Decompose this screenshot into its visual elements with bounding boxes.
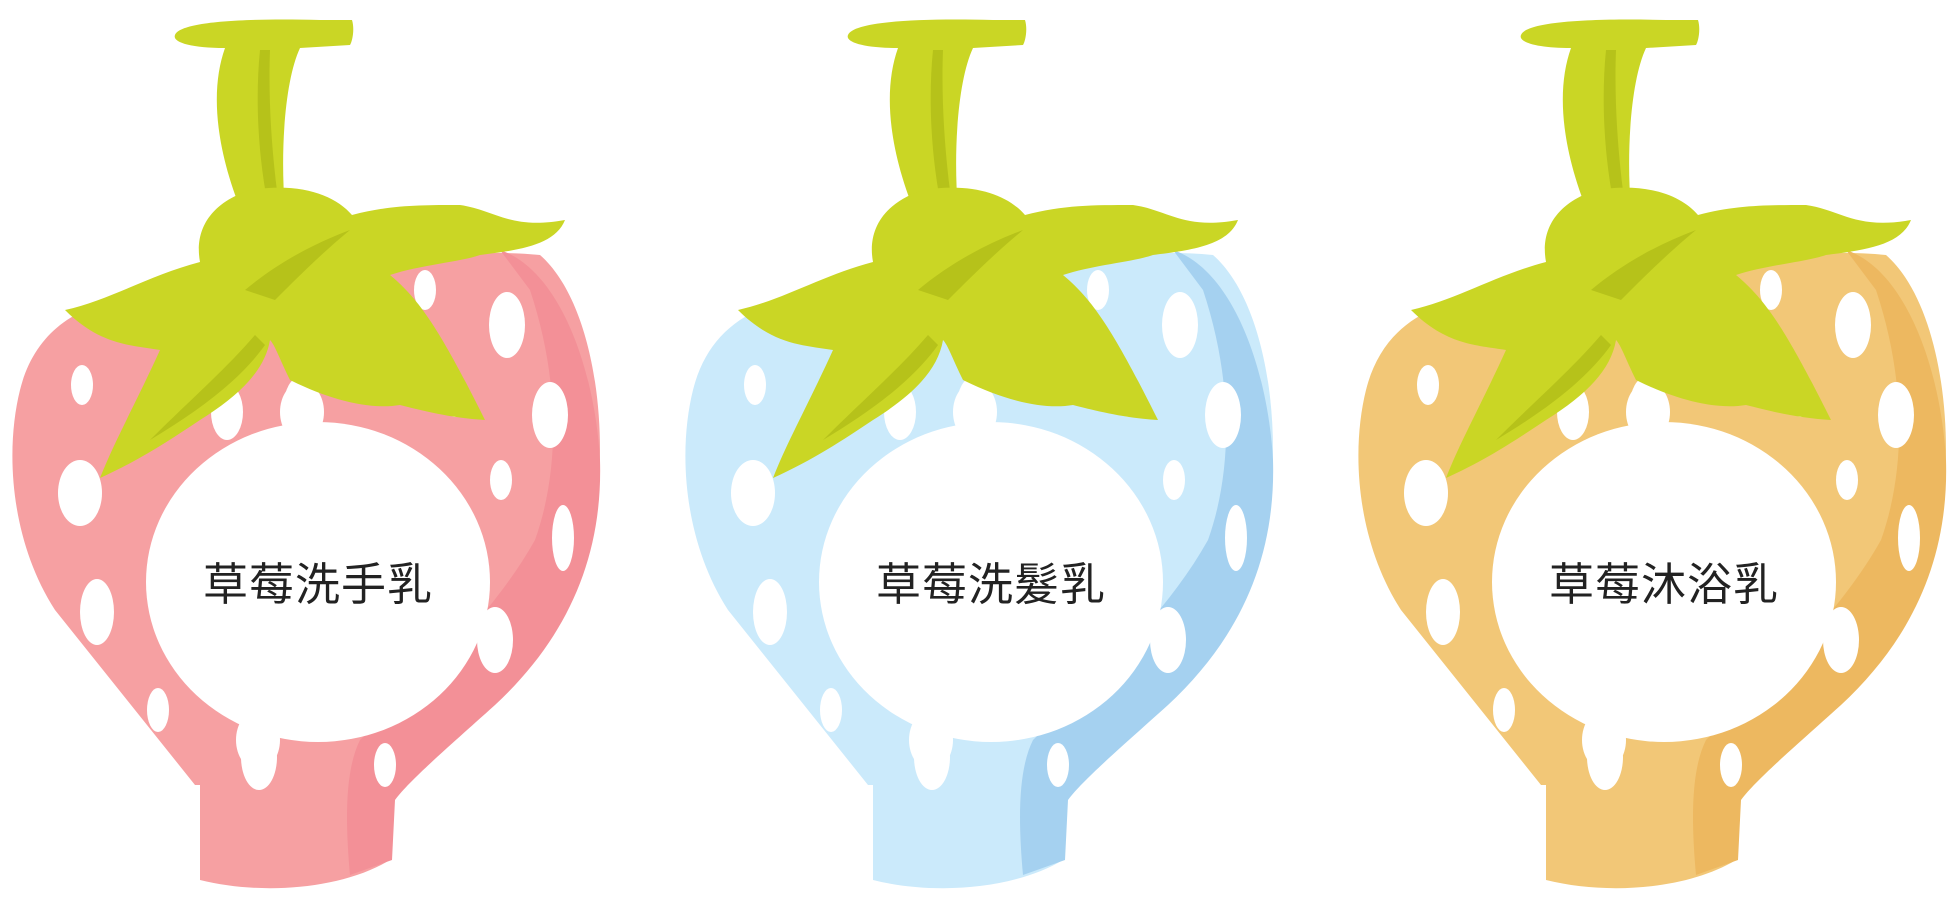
seed-1-0 bbox=[744, 365, 766, 405]
seed-2-3 bbox=[1878, 382, 1914, 448]
seed-1-4 bbox=[1163, 460, 1185, 500]
seed-0-6 bbox=[58, 460, 102, 526]
label-oval-0 bbox=[146, 422, 490, 742]
label-oval-bump-bottom-1 bbox=[909, 710, 953, 770]
strawberry-bottle-1 bbox=[685, 19, 1274, 889]
seed-0-11 bbox=[374, 743, 396, 787]
seed-1-7 bbox=[753, 579, 787, 645]
stem-shade-0 bbox=[257, 50, 280, 215]
label-oval-bump-top-0 bbox=[280, 382, 324, 442]
label-oval-bump-top-1 bbox=[953, 382, 997, 442]
seed-2-9 bbox=[1493, 688, 1515, 732]
seed-1-8 bbox=[1150, 607, 1186, 673]
leaf-vein-1 bbox=[918, 230, 1023, 300]
seed-1-1 bbox=[1087, 270, 1109, 310]
seed-0-0 bbox=[71, 365, 93, 405]
seed-1-3 bbox=[1205, 382, 1241, 448]
leaf-vein-left-2 bbox=[1496, 335, 1611, 440]
bottle-shade-2 bbox=[1693, 250, 1947, 875]
seed-2-2 bbox=[1835, 292, 1871, 358]
stem-shade-1 bbox=[930, 50, 953, 215]
bottle-shade-1 bbox=[1020, 250, 1274, 875]
product-label-2: 草莓沐浴乳 bbox=[1548, 558, 1779, 611]
product-label-0: 草莓洗手乳 bbox=[202, 558, 433, 611]
seed-0-1 bbox=[414, 270, 436, 310]
strawberry-bottle-2 bbox=[1358, 19, 1947, 889]
seed-2-7 bbox=[1426, 579, 1460, 645]
leaf-vein-left-1 bbox=[823, 335, 938, 440]
seed-2-8 bbox=[1823, 607, 1859, 673]
seed-2-6 bbox=[1404, 460, 1448, 526]
seed-2-11 bbox=[1720, 743, 1742, 787]
seed-2-1 bbox=[1760, 270, 1782, 310]
leaf-vein-0 bbox=[245, 230, 350, 300]
label-oval-bump-top-2 bbox=[1626, 382, 1670, 442]
seed-0-3 bbox=[532, 382, 568, 448]
label-oval-2 bbox=[1492, 422, 1836, 742]
seed-2-15 bbox=[1773, 791, 1789, 819]
seed-1-11 bbox=[1047, 743, 1069, 787]
leaf-vein-2 bbox=[1591, 230, 1696, 300]
label-oval-1 bbox=[819, 422, 1163, 742]
seed-0-7 bbox=[80, 579, 114, 645]
stem-shade-2 bbox=[1603, 50, 1626, 215]
seed-0-8 bbox=[477, 607, 513, 673]
seed-0-9 bbox=[147, 688, 169, 732]
seed-2-4 bbox=[1836, 460, 1858, 500]
seed-2-0 bbox=[1417, 365, 1439, 405]
label-oval-bump-bottom-2 bbox=[1582, 710, 1626, 770]
seed-0-4 bbox=[490, 460, 512, 500]
product-label-1: 草莓洗髮乳 bbox=[875, 558, 1106, 611]
seed-0-2 bbox=[489, 292, 525, 358]
label-oval-bump-bottom-0 bbox=[236, 710, 280, 770]
bottle-shade-0 bbox=[347, 250, 601, 875]
seed-0-15 bbox=[427, 791, 443, 819]
seed-1-15 bbox=[1100, 791, 1116, 819]
seed-0-5 bbox=[552, 505, 574, 571]
seed-1-6 bbox=[731, 460, 775, 526]
seed-1-2 bbox=[1162, 292, 1198, 358]
strawberry-bottle-0 bbox=[12, 19, 601, 889]
leaf-vein-left-0 bbox=[150, 335, 265, 440]
seed-1-5 bbox=[1225, 505, 1247, 571]
seed-2-5 bbox=[1898, 505, 1920, 571]
seed-1-9 bbox=[820, 688, 842, 732]
